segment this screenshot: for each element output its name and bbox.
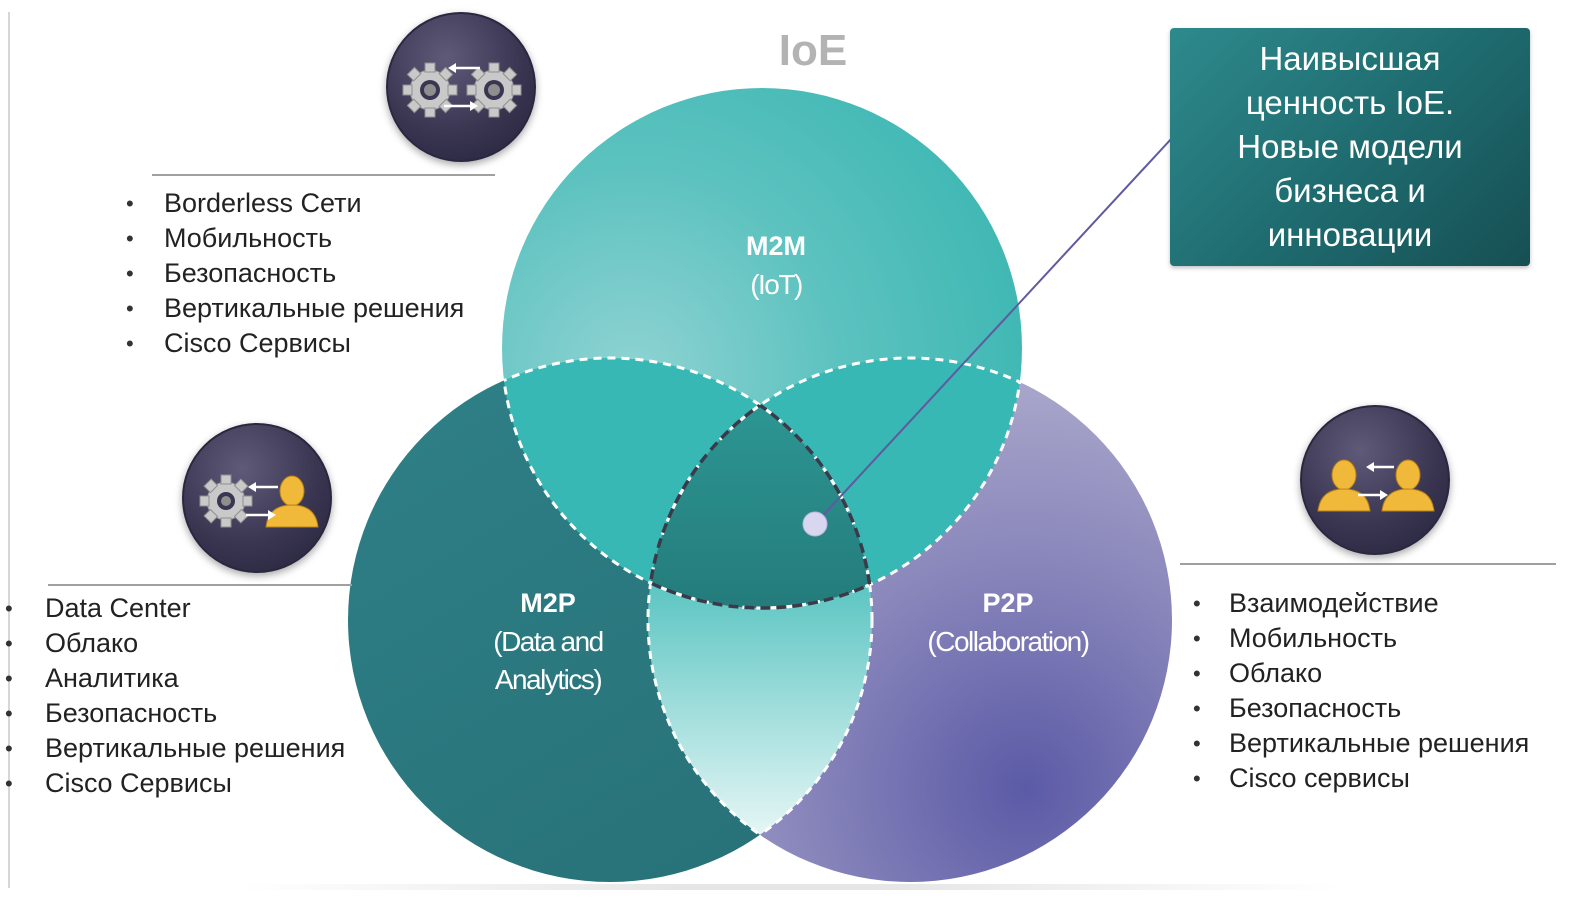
list-item: Cisco Сервисы (126, 326, 464, 361)
dashed-outline-m2p (502, 356, 874, 608)
list-item: Cisco Сервисы (5, 766, 345, 801)
m2m-divider (152, 174, 495, 176)
exchange-arrows-icon (246, 482, 278, 520)
list-item: Вертикальные решения (5, 731, 345, 766)
m2p-feature-list: Data Center Облако Аналитика Безопасност… (5, 591, 345, 801)
list-item: Взаимодействие (1193, 586, 1529, 621)
gear-icon (199, 474, 253, 528)
gear-icon (402, 62, 458, 118)
dashed-outline-p2p (646, 356, 1022, 608)
bottom-shadow (240, 884, 1340, 890)
list-item: Облако (5, 626, 345, 661)
callout-dot (802, 511, 828, 537)
p2p-title: P2P (982, 588, 1033, 618)
m2p-subtitle-line1: (Data and (493, 626, 602, 657)
machine-to-machine-icon (386, 12, 536, 162)
frame-edge (8, 12, 10, 888)
exchange-arrows-icon (1358, 462, 1394, 500)
p2p-feature-list: Взаимодействие Мобильность Облако Безопа… (1193, 586, 1529, 796)
m2m-feature-list: Borderless Сети Мобильность Безопасность… (126, 186, 464, 361)
list-item: Cisco сервисы (1193, 761, 1529, 796)
callout-box: Наивысшая ценность IoE. Новые модели биз… (1170, 28, 1530, 266)
list-item: Borderless Сети (126, 186, 464, 221)
exchange-arrows-icon (444, 63, 480, 111)
list-item: Безопасность (126, 256, 464, 291)
center-outline-c (648, 358, 872, 610)
machine-to-person-icon (182, 423, 332, 573)
person-icon (1381, 459, 1435, 512)
callout-line-2: ценность IoE. (1245, 84, 1455, 121)
list-item: Мобильность (126, 221, 464, 256)
list-item: Безопасность (5, 696, 345, 731)
p2p-subtitle: (Collaboration) (927, 626, 1088, 657)
callout-line-4: бизнеса и (1274, 172, 1426, 209)
gear-icon (466, 62, 522, 118)
list-item: Аналитика (5, 661, 345, 696)
list-item: Облако (1193, 656, 1529, 691)
m2p-divider (48, 584, 352, 586)
m2p-title: M2P (520, 588, 576, 618)
m2m-title: M2M (746, 231, 806, 261)
list-item: Data Center (5, 591, 345, 626)
list-item: Вертикальные решения (1193, 726, 1529, 761)
callout-line-3: Новые модели (1237, 128, 1463, 165)
person-icon (1317, 459, 1371, 512)
m2m-subtitle: (IoT) (750, 269, 802, 300)
dashed-outline-m2p-right (648, 358, 874, 882)
person-icon (265, 475, 319, 528)
callout-line-5: инновации (1267, 216, 1433, 253)
p2p-divider (1180, 563, 1556, 565)
triple-overlap (648, 358, 872, 608)
person-to-person-icon (1300, 405, 1450, 555)
diagram-title: IoE (778, 26, 848, 75)
callout-line-1: Наивысшая (1259, 40, 1441, 77)
list-item: Вертикальные решения (126, 291, 464, 326)
list-item: Безопасность (1193, 691, 1529, 726)
callout-connector (814, 137, 1173, 525)
m2p-subtitle-line2: Analytics) (495, 664, 602, 695)
list-item: Мобильность (1193, 621, 1529, 656)
